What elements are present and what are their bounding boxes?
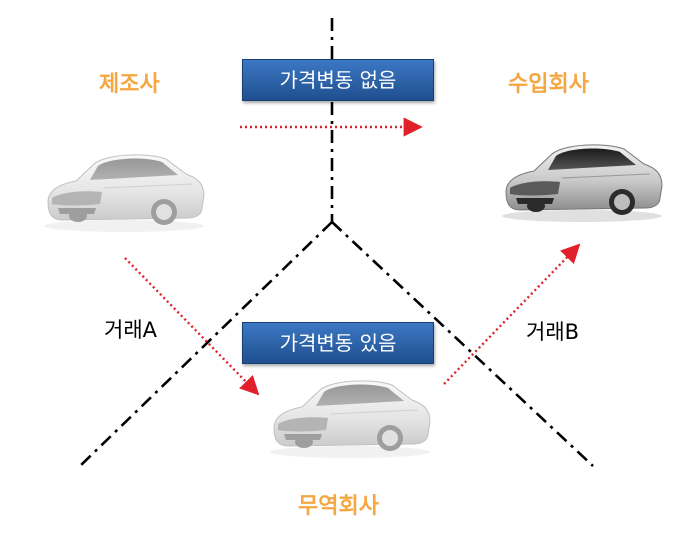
price-change-banner: 가격변동 있음 bbox=[242, 322, 434, 364]
deal-a-label: 거래A bbox=[104, 318, 158, 342]
deal-a-arrow bbox=[124, 257, 260, 396]
no-price-change-banner: 가격변동 없음 bbox=[242, 59, 434, 101]
trader-label: 무역회사 bbox=[298, 494, 379, 519]
arrows bbox=[124, 117, 581, 396]
divider-lines bbox=[79, 18, 594, 467]
car-icon bbox=[43, 154, 205, 233]
deal-b-label: 거래B bbox=[526, 320, 580, 344]
manufacturer-label: 제조사 bbox=[99, 72, 160, 97]
right-divider bbox=[331, 221, 594, 467]
left-divider bbox=[79, 221, 333, 467]
deal-b-arrow bbox=[443, 243, 581, 385]
importer-label: 수입회사 bbox=[508, 72, 589, 97]
car-icon bbox=[501, 144, 663, 223]
car-icon bbox=[269, 380, 431, 459]
